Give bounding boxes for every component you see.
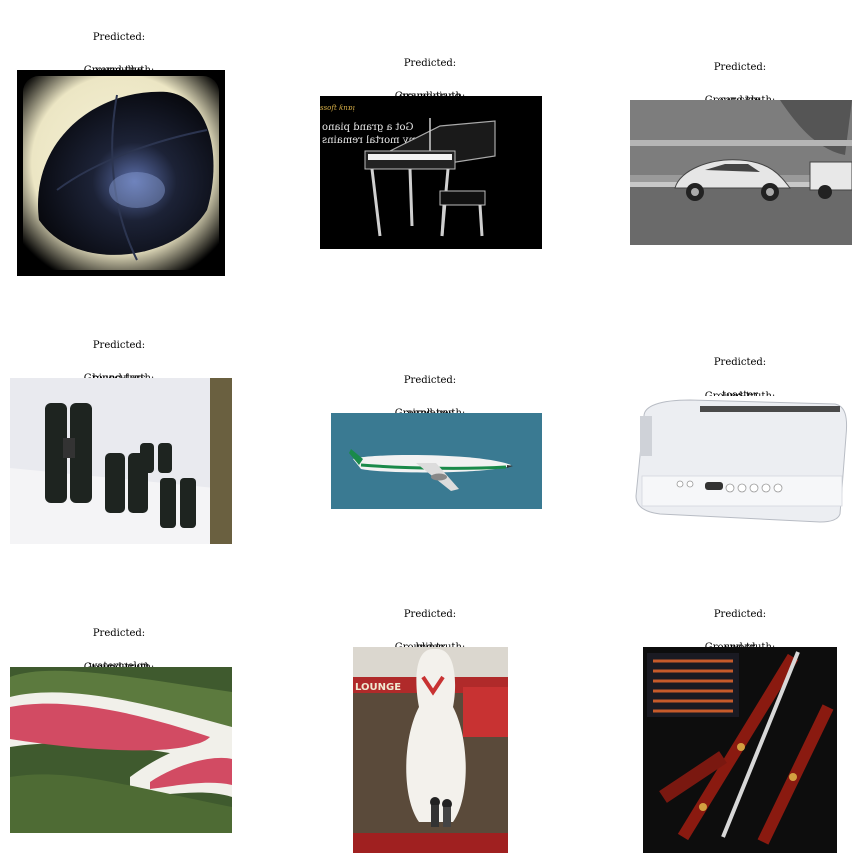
grand-piano-photo: ssoft ƙnɒᴉ Got a grand piano to prop up … <box>320 96 542 249</box>
predicted-value: toaster <box>722 390 758 401</box>
airplane-photo <box>331 413 542 509</box>
predicted-heading: Predicted: <box>713 62 767 73</box>
car-side-photo <box>630 100 852 245</box>
binoculars-photo <box>10 378 232 544</box>
piano-image-caption-line1: Got a grand piano <box>322 122 414 133</box>
caption-predicted: Predicted: toaster <box>690 335 790 423</box>
predicted-heading: Predicted: <box>92 628 146 639</box>
predicted-value: watermelon <box>88 661 150 672</box>
piano-image-caption-line2: to prop up my mortal remains <box>322 135 474 146</box>
bowling-pin-photo: LOUNGE <box>353 647 508 853</box>
sword-photo <box>643 647 837 853</box>
predicted-heading: Predicted: <box>713 357 767 368</box>
svg-text:ssoft ƙnɒᴉ: ssoft ƙnɒᴉ <box>320 104 355 112</box>
predicted-heading: Predicted: <box>92 32 146 43</box>
predicted-heading: Predicted: <box>403 609 457 620</box>
caption-predicted: Predicted: watermelon <box>69 606 169 694</box>
toaster-photo <box>630 396 852 524</box>
watermelon-photo <box>10 667 232 833</box>
predicted-heading: Predicted: <box>403 375 457 386</box>
predicted-heading: Predicted: <box>713 609 767 620</box>
yarmulke-photo <box>17 70 225 276</box>
predicted-heading: Predicted: <box>92 340 146 351</box>
lounge-sign: LOUNGE <box>355 682 401 693</box>
predicted-heading: Predicted: <box>403 58 457 69</box>
